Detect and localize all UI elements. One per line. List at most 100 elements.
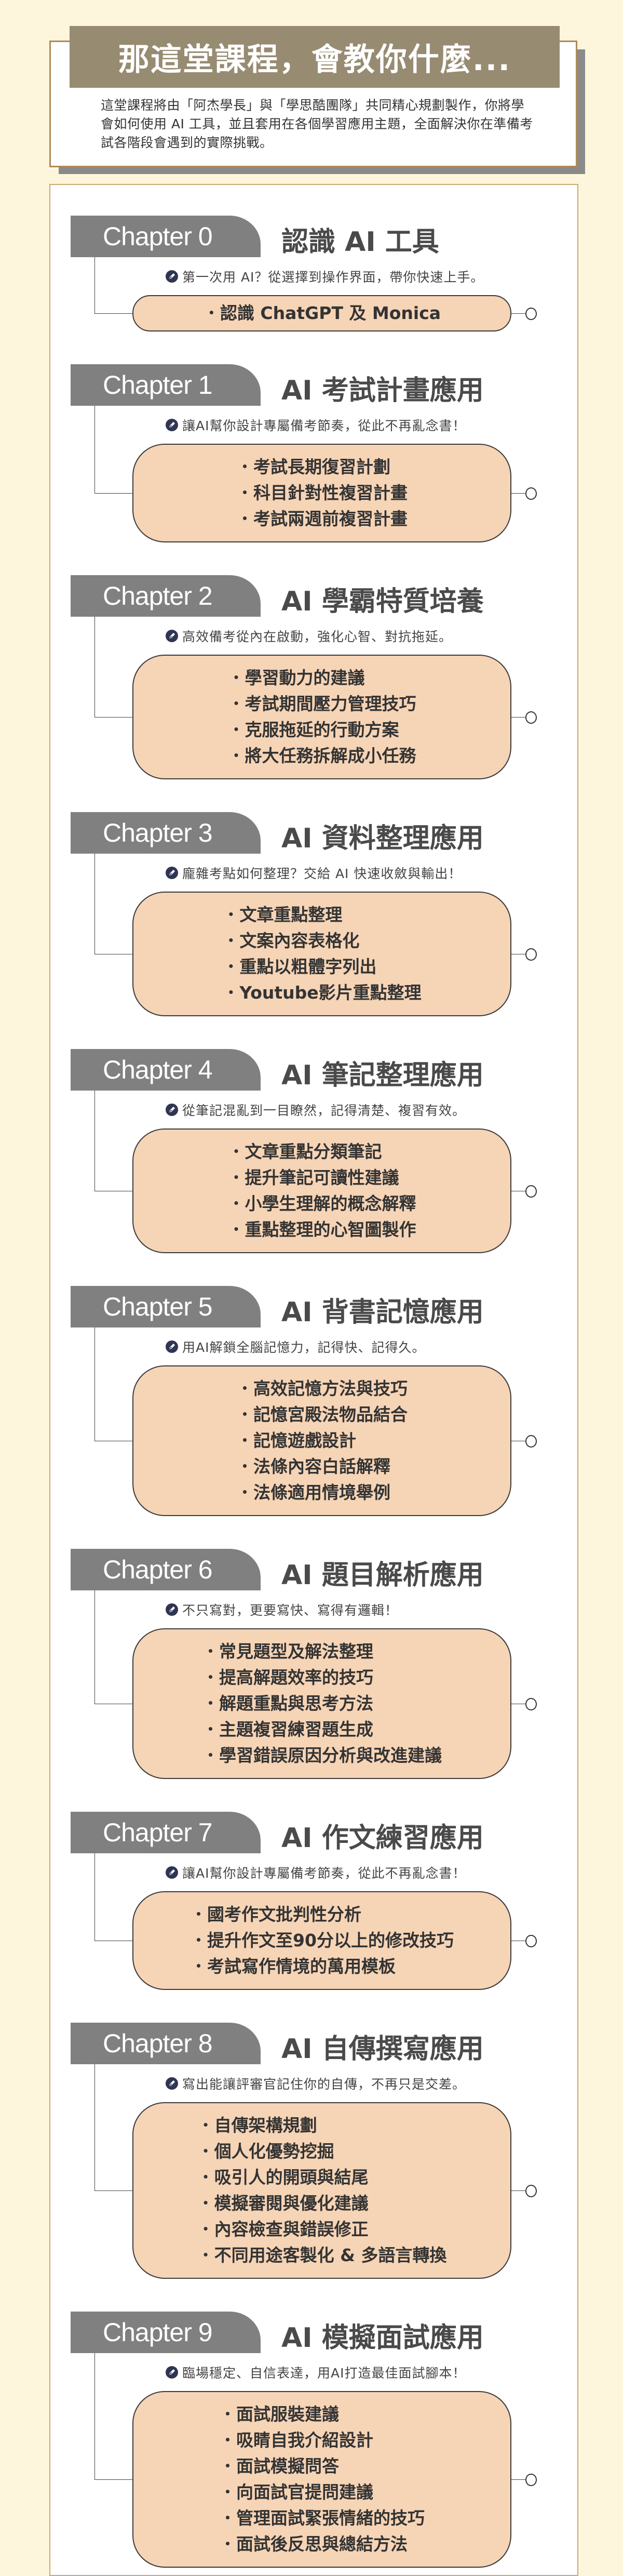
topic-item: 高效記憶方法與技巧 [236, 1376, 408, 1402]
topic-item: 考試寫作情境的萬用模板 [190, 1954, 454, 1980]
end-circle-icon [525, 308, 537, 320]
topic-item: 國考作文批判性分析 [190, 1902, 454, 1928]
chapter-subtitle: 臨場穩定、自信表達，用AI打造最佳面試腳本！ [182, 2365, 466, 2381]
chapter-label: Chapter 7 [103, 1818, 213, 1847]
topic-item: 學習錯誤原因分析與改進建議 [202, 1743, 442, 1769]
topic-list: 國考作文批判性分析提升作文至90分以上的修改技巧考試寫作情境的萬用模板 [190, 1902, 454, 1980]
end-circle-icon [525, 1935, 537, 1947]
chapter-subtitle-row: 寫出能讓評審官記住你的自傳，不再只是交差。 [50, 2064, 577, 2102]
chapter-section: Chapter 0 認識 AI 工具 第一次用 AI？從選擇到操作界面，帶你快速… [50, 216, 577, 331]
topic-box: 自傳架構規劃個人化優勢挖掘吸引人的開頭與結尾模擬審閱與優化建議內容檢查與錯誤修正… [94, 2064, 537, 2279]
chapter-subtitle: 從筆記混亂到一目瞭然，記得清楚、複習有效。 [182, 1103, 466, 1118]
chapter-subtitle-row: 龐雜考點如何整理？交給 AI 快速收斂與輸出！ [50, 854, 577, 892]
connector-line [94, 406, 133, 494]
end-circle-icon [525, 711, 537, 724]
chapter-section: Chapter 2 AI 學霸特質培養 高效備考從內在啟動，強化心智、對抗拖延。… [50, 575, 577, 779]
chapter-title: AI 作文練習應用 [281, 1823, 484, 1854]
topic-item: 內容檢查與錯誤修正 [197, 2216, 447, 2242]
connector-line [94, 854, 133, 954]
chapter-subtitle: 讓AI幫你設計專屬備考節奏，從此不再亂念書！ [182, 418, 466, 433]
curriculum-panel: Chapter 0 認識 AI 工具 第一次用 AI？從選擇到操作界面，帶你快速… [49, 184, 578, 2576]
topic-item: 個人化優勢挖掘 [197, 2139, 447, 2165]
topic-box: 高效記憶方法與技巧記憶宮殿法物品結合記憶遊戲設計法條內容白話解釋法條適用情境舉例 [94, 1327, 537, 1516]
pen-icon [166, 270, 178, 283]
topic-item: 向面試官提問建議 [219, 2479, 425, 2505]
chapter-subtitle: 寫出能讓評審官記住你的自傳，不再只是交差。 [182, 2076, 466, 2092]
topic-item: 將大任務拆解成小任務 [228, 743, 416, 769]
pen-icon [166, 866, 178, 879]
end-circle-icon [525, 2474, 537, 2486]
connector-line [94, 1327, 133, 1441]
chapter-tab: Chapter 8 [71, 2023, 261, 2064]
chapter-label: Chapter 6 [103, 1555, 213, 1584]
chapter-tab: Chapter 7 [71, 1812, 261, 1853]
topic-list: 自傳架構規劃個人化優勢挖掘吸引人的開頭與結尾模擬審閱與優化建議內容檢查與錯誤修正… [197, 2113, 447, 2268]
topic-item: 面試模擬問答 [219, 2453, 425, 2479]
chapter-section: Chapter 5 AI 背書記憶應用 用AI解鎖全腦記憶力，記得快、記得久。 … [50, 1286, 577, 1516]
chapter-header: Chapter 2 AI 學霸特質培養 [50, 575, 577, 617]
topic-item: 文章重點整理 [222, 902, 421, 928]
topic-item: 克服拖延的行動方案 [228, 717, 416, 743]
topic-item: 主題複習練習題生成 [202, 1717, 442, 1743]
chapter-title: AI 題目解析應用 [281, 1560, 484, 1591]
end-circle-icon [525, 2185, 537, 2197]
chapter-subtitle-row: 用AI解鎖全腦記憶力，記得快、記得久。 [50, 1327, 577, 1365]
topic-box: 學習動力的建議考試期間壓力管理技巧克服拖延的行動方案將大任務拆解成小任務 [94, 617, 537, 779]
chapter-subtitle: 不只寫對，更要寫快、寫得有邏輯！ [182, 1602, 399, 1618]
topic-item: 記憶宮殿法物品結合 [236, 1402, 408, 1428]
topic-item: 文章重點分類筆記 [228, 1139, 416, 1165]
topic-item: 考試期間壓力管理技巧 [228, 691, 416, 717]
chapter-tab: Chapter 1 [71, 364, 261, 406]
chapter-label: Chapter 9 [103, 2318, 213, 2347]
chapter-subtitle: 用AI解鎖全腦記憶力，記得快、記得久。 [182, 1339, 426, 1355]
chapter-title: AI 學霸特質培養 [281, 586, 484, 617]
topic-box: 考試長期復習計劃科目針對性複習計畫考試兩週前複習計畫 [94, 406, 537, 542]
end-circle-icon [525, 1698, 537, 1710]
topic-item: 小學生理解的概念解釋 [228, 1191, 416, 1217]
topic-item: 認識 ChatGPT 及 Monica [203, 300, 441, 326]
topic-box: 常見題型及解法整理提高解題效率的技巧解題重點與思考方法主題複習練習題生成學習錯誤… [94, 1590, 537, 1779]
chapter-subtitle-row: 高效備考從內在啟動，強化心智、對抗拖延。 [50, 617, 577, 655]
pen-icon [166, 418, 178, 431]
chapter-title: AI 筆記整理應用 [281, 1060, 484, 1091]
chapter-title: AI 背書記憶應用 [281, 1297, 484, 1328]
topic-box: 面試服裝建議吸睛自我介紹設計面試模擬問答向面試官提問建議管理面試緊張情緒的技巧面… [94, 2353, 537, 2568]
chapter-section: Chapter 7 AI 作文練習應用 讓AI幫你設計專屬備考節奏，從此不再亂念… [50, 1812, 577, 1990]
chapter-label: Chapter 5 [103, 1292, 213, 1321]
connector-line [94, 617, 133, 718]
pen-icon [166, 629, 178, 642]
topic-item: 學習動力的建議 [228, 665, 416, 691]
chapter-tab: Chapter 0 [71, 216, 261, 257]
chapter-label: Chapter 3 [103, 818, 213, 847]
pen-icon [166, 1340, 178, 1353]
chapter-label: Chapter 8 [103, 2029, 213, 2058]
topic-item: 記憶遊戲設計 [236, 1428, 408, 1454]
pen-icon [166, 1866, 178, 1879]
chapter-subtitle: 第一次用 AI？從選擇到操作界面，帶你快速上手。 [182, 269, 484, 285]
chapter-header: Chapter 1 AI 考試計畫應用 [50, 364, 577, 406]
topic-item: 提升作文至90分以上的修改技巧 [190, 1928, 454, 1954]
topic-box: 國考作文批判性分析提升作文至90分以上的修改技巧考試寫作情境的萬用模板 [94, 1853, 537, 1990]
pen-icon [166, 2366, 178, 2379]
chapter-label: Chapter 0 [103, 222, 213, 251]
chapter-header: Chapter 8 AI 自傳撰寫應用 [50, 2023, 577, 2065]
topic-item: 考試長期復習計劃 [236, 454, 408, 480]
chapter-section: Chapter 1 AI 考試計畫應用 讓AI幫你設計專屬備考節奏，從此不再亂念… [50, 364, 577, 542]
chapter-list: Chapter 0 認識 AI 工具 第一次用 AI？從選擇到操作界面，帶你快速… [50, 185, 577, 2568]
chapter-tab: Chapter 9 [71, 2312, 261, 2353]
chapter-title: 認識 AI 工具 [281, 227, 439, 258]
topic-item: 提高解題效率的技巧 [202, 1665, 442, 1691]
end-connector-line [511, 2190, 526, 2191]
page-title: 那這堂課程，會教你什麼... [118, 42, 511, 78]
topic-item: 法條內容白話解釋 [236, 1454, 408, 1480]
topic-list: 文章重點整理文案內容表格化重點以粗體字列出Youtube影片重點整理 [222, 902, 421, 1006]
topic-list: 考試長期復習計劃科目針對性複習計畫考試兩週前複習計畫 [236, 454, 408, 532]
chapter-title: AI 資料整理應用 [281, 823, 484, 854]
chapter-label: Chapter 4 [103, 1055, 213, 1084]
topic-list: 面試服裝建議吸睛自我介紹設計面試模擬問答向面試官提問建議管理面試緊張情緒的技巧面… [219, 2401, 425, 2557]
chapter-title: AI 自傳撰寫應用 [281, 2034, 484, 2065]
chapter-section: Chapter 6 AI 題目解析應用 不只寫對，更要寫快、寫得有邏輯！ 常見題… [50, 1549, 577, 1779]
chapter-tab: Chapter 2 [71, 575, 261, 617]
connector-line [94, 2064, 133, 2191]
topic-item: 自傳架構規劃 [197, 2113, 447, 2139]
